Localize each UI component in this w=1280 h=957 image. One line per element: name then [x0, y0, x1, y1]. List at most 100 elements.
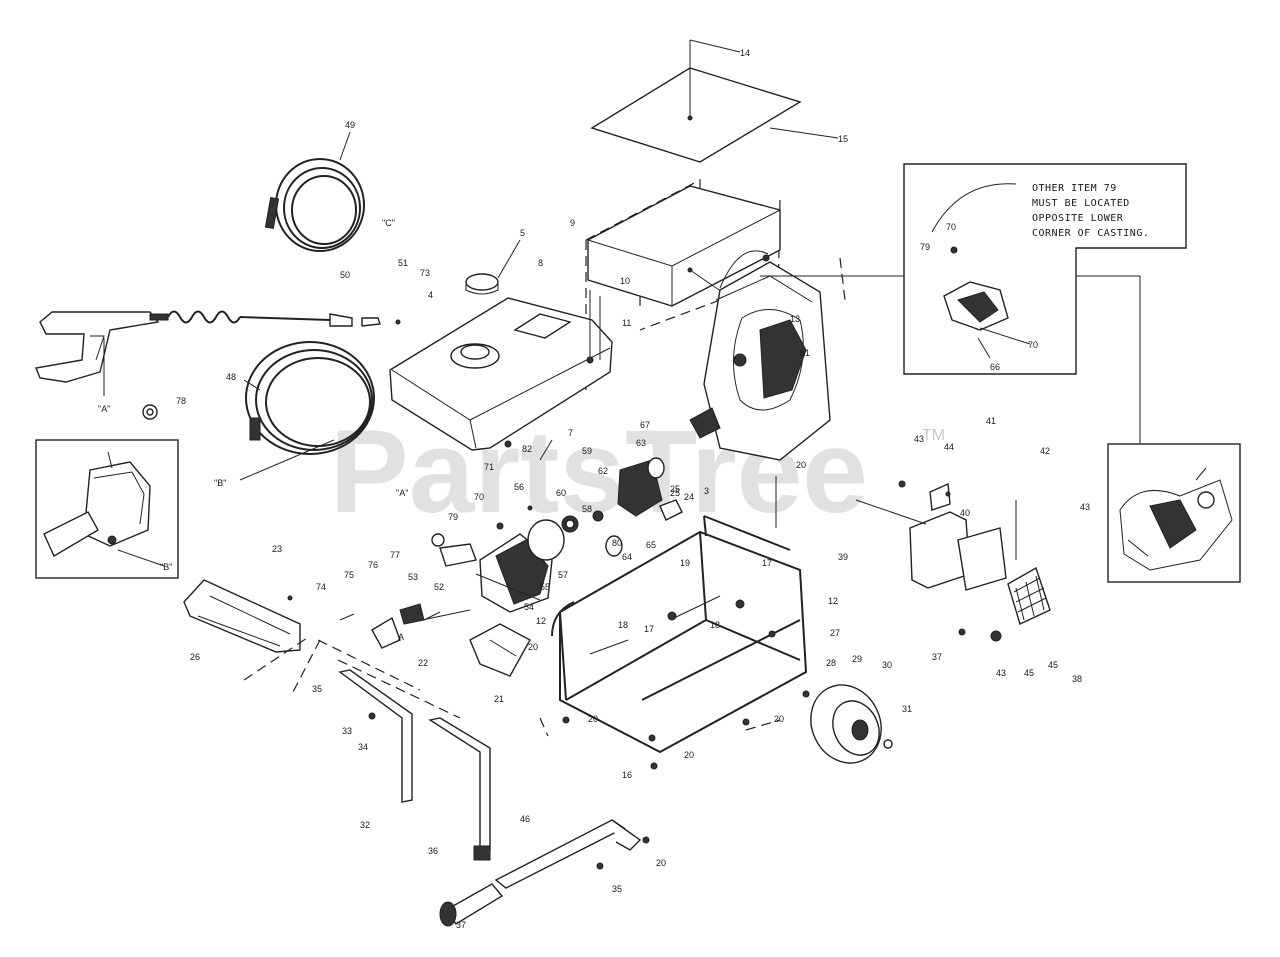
- callout: 14: [740, 48, 750, 58]
- callout: 49: [345, 120, 355, 130]
- callout: 25: [670, 484, 680, 494]
- callout: 74: [316, 582, 326, 592]
- callout: 57: [558, 570, 568, 580]
- callout: 23: [272, 544, 282, 554]
- spray-gun: [35, 310, 401, 396]
- callout: 79: [920, 242, 930, 252]
- callout: 25: [670, 488, 680, 498]
- callout: 9: [570, 218, 575, 228]
- callout: 20: [796, 460, 806, 470]
- callout: 21: [494, 694, 504, 704]
- callout: 43: [996, 668, 1006, 678]
- callout: 53: [408, 572, 418, 582]
- callout-labels: 14 15 49 5 9 8 10 11 13 50 51 73 4 48 78…: [98, 48, 1090, 930]
- cover-plate: [590, 39, 839, 163]
- callout: 13: [790, 314, 800, 324]
- callout: 20: [528, 642, 538, 652]
- inset-note-line-1: OTHER ITEM 79: [1032, 183, 1117, 194]
- callout: 67: [640, 420, 650, 430]
- fuel-tank: [389, 290, 613, 451]
- callout: 56: [514, 482, 524, 492]
- callout: 29: [852, 654, 862, 664]
- callout: 66: [990, 362, 1000, 372]
- callout: 35: [612, 884, 622, 894]
- callout: 37: [932, 652, 942, 662]
- callout: 41: [986, 416, 996, 426]
- callout: "A": [98, 404, 110, 414]
- callout: 75: [344, 570, 354, 580]
- callout: 46: [520, 814, 530, 824]
- callout: 7: [568, 428, 573, 438]
- guard-26: [183, 579, 321, 695]
- callout: 8: [538, 258, 543, 268]
- frame: [539, 515, 808, 770]
- fitting-78: [142, 404, 158, 420]
- callout: 26: [190, 652, 200, 662]
- callout: 55: [540, 582, 550, 592]
- callout: "C": [382, 218, 395, 228]
- recoil-assembly: [855, 480, 1017, 591]
- hose-48: [239, 341, 375, 481]
- callout: 18: [618, 620, 628, 630]
- callout: 81: [800, 348, 810, 358]
- callout: 82: [522, 444, 532, 454]
- callout: 12: [536, 616, 546, 626]
- callout: 80: [612, 538, 622, 548]
- callout: 44: [944, 442, 954, 452]
- callout: 27: [830, 628, 840, 638]
- inset-note-line-2: MUST BE LOCATED: [1032, 198, 1130, 209]
- handle-bar-46: [439, 819, 650, 927]
- inset-engine-right: [1107, 443, 1241, 583]
- callout: 31: [902, 704, 912, 714]
- base-plate: [587, 185, 781, 319]
- inset-note-line-3: OPPOSITE LOWER: [1032, 213, 1124, 224]
- callout: 12: [828, 596, 838, 606]
- callout: 22: [418, 658, 428, 668]
- callout: 19: [680, 558, 690, 568]
- watermark-trademark: TM: [922, 427, 945, 444]
- callout: 77: [390, 550, 400, 560]
- callout: 38: [1072, 674, 1082, 684]
- callout: 52: [434, 582, 444, 592]
- callout: 10: [620, 276, 630, 286]
- hose-49: [264, 131, 365, 252]
- callout: 62: [598, 466, 608, 476]
- callout: 20: [656, 858, 666, 868]
- bracket-22: [469, 623, 531, 677]
- callout: "A": [396, 488, 408, 498]
- callout: 11: [622, 318, 631, 328]
- callout: 63: [636, 438, 646, 448]
- callout: 40: [960, 508, 970, 518]
- callout: 36: [428, 846, 438, 856]
- wheel: [802, 684, 893, 764]
- seal-rings: [527, 457, 665, 561]
- callout: A: [398, 632, 404, 642]
- inset-note-line-4: CORNER OF CASTING.: [1032, 228, 1149, 239]
- callout: 45: [1048, 660, 1058, 670]
- handle-left: [338, 669, 491, 861]
- callout: 15: [838, 134, 848, 144]
- callout: 51: [398, 258, 408, 268]
- inlet-fittings: [317, 603, 461, 719]
- callout: 3: [704, 486, 709, 496]
- callout: 73: [420, 268, 430, 278]
- callout: 28: [826, 658, 836, 668]
- callout: 64: [622, 552, 632, 562]
- callout: 20: [588, 714, 598, 724]
- engine: [689, 250, 1141, 528]
- inset-note-box: [903, 163, 1187, 375]
- fuel-cap: [465, 239, 521, 295]
- callout: 39: [838, 552, 848, 562]
- callout: 17: [644, 624, 654, 634]
- callout: 34: [358, 742, 368, 752]
- callout: 4: [428, 290, 433, 300]
- callout: 59: [582, 446, 592, 456]
- callout: 24: [684, 492, 694, 502]
- callout: 42: [1040, 446, 1050, 456]
- callout: 70: [1028, 340, 1038, 350]
- callout: "B": [160, 562, 172, 572]
- callout: 20: [684, 750, 694, 760]
- callout: 35: [312, 684, 322, 694]
- callout: 58: [582, 504, 592, 514]
- callout: 37: [456, 920, 466, 930]
